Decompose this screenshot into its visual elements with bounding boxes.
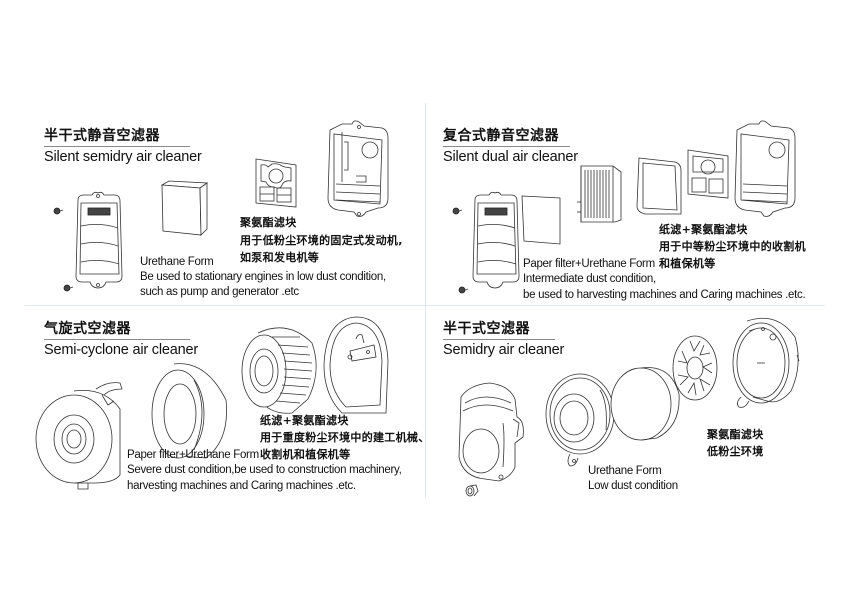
horizontal-divider — [25, 305, 825, 306]
component-label: Urethane Form — [140, 256, 214, 268]
component-label: Urethane Form — [588, 465, 662, 477]
description-en-line-2: be used to harvesting machines and Carin… — [523, 289, 806, 301]
panel-title-en: Semi-cyclone air cleaner — [44, 342, 198, 358]
component-label-cn: 聚氨酯滤块 — [707, 428, 764, 441]
cover-icon — [75, 191, 123, 289]
panel-title-cn: 气旋式空滤器 — [44, 321, 131, 337]
pleated-cone-filter-icon — [241, 327, 317, 414]
filter-grid-icon — [255, 158, 297, 208]
component-label-cn: 聚氨酯滤块 — [240, 216, 297, 229]
cyclone-cover-icon — [35, 382, 123, 490]
panel-silent-semidry: 半干式静音空滤器 Silent semidry air cleaner — [0, 0, 425, 305]
panel-title-cn: 半干式空滤器 — [443, 321, 530, 337]
description-en-line-1: Low dust condition — [588, 480, 678, 492]
component-label-cn: 纸滤+聚氨酯滤块 — [260, 414, 349, 427]
title-rule — [443, 339, 555, 340]
cover-icon — [458, 382, 524, 482]
description-cn-line-2: 和植保机等 — [659, 257, 716, 270]
panel-title-en: Silent dual air cleaner — [443, 149, 578, 165]
panel-title-cn: 复合式静音空滤器 — [443, 128, 559, 144]
screw-icon — [63, 284, 74, 292]
panel-semi-cyclone: 气旋式空滤器 Semi-cyclone air cleaner 纸滤+ — [0, 305, 429, 600]
description-en-line-1: Be used to stationary engines in low dus… — [140, 271, 386, 283]
panel-semidry: 半干式空滤器 Semidry air cleaner — [425, 305, 850, 600]
round-housing-icon — [732, 317, 800, 408]
housing-icon — [327, 120, 389, 217]
description-en-line-2: harvesting machines and Caring machines … — [127, 480, 356, 492]
component-label: Paper filter+Urethane Form — [523, 258, 655, 270]
title-rule — [44, 339, 190, 340]
component-label: Paper filter+Urethane Form — [127, 449, 259, 461]
gasket-frame-icon — [636, 157, 682, 215]
panel-title-en: Semidry air cleaner — [443, 342, 565, 358]
screw-icon — [452, 207, 463, 215]
title-rule — [44, 146, 190, 147]
description-en-line-1: Severe dust condition,be used to constru… — [127, 464, 402, 476]
bolt-icon — [465, 484, 479, 497]
urethane-block-icon — [160, 180, 209, 236]
foam-sleeve-icon — [151, 363, 227, 459]
cover-icon — [472, 191, 520, 289]
description-cn-line-2: 如泵和发电机等 — [240, 251, 320, 264]
base-plate-icon — [323, 316, 389, 414]
description-cn-line-2: 收割机和植保机等 — [260, 448, 351, 461]
title-rule — [443, 146, 570, 147]
description-cn-line-1: 用于重度粉尘环境中的建工机械、 — [260, 431, 430, 444]
description-en-line-1: Intermediate dust condition, — [523, 273, 656, 285]
foam-disc-icon — [610, 367, 680, 441]
vertical-divider — [425, 103, 426, 498]
paper-sheet-icon — [521, 195, 561, 245]
housing-icon — [734, 120, 796, 217]
screw-icon — [458, 286, 469, 294]
component-label-cn: 纸滤+聚氨酯滤块 — [659, 223, 748, 236]
description-cn-line-1: 低粉尘环境 — [707, 445, 764, 458]
pleated-filter-icon — [577, 165, 622, 223]
spoke-disc-icon — [672, 335, 718, 401]
panel-title-en: Silent semidry air cleaner — [44, 149, 202, 165]
filter-grid-icon — [687, 149, 729, 199]
description-cn-line-1: 用于中等粉尘环境中的收割机 — [659, 240, 806, 253]
screw-icon — [53, 207, 64, 215]
panel-title-cn: 半干式静音空滤器 — [44, 128, 160, 144]
description-cn-line-1: 用于低粉尘环境的固定式发动机, — [240, 234, 403, 247]
description-en-line-2: such as pump and generator .etc — [140, 286, 299, 298]
panel-silent-dual: 复合式静音空滤器 Silent dual air cleaner — [425, 0, 850, 305]
